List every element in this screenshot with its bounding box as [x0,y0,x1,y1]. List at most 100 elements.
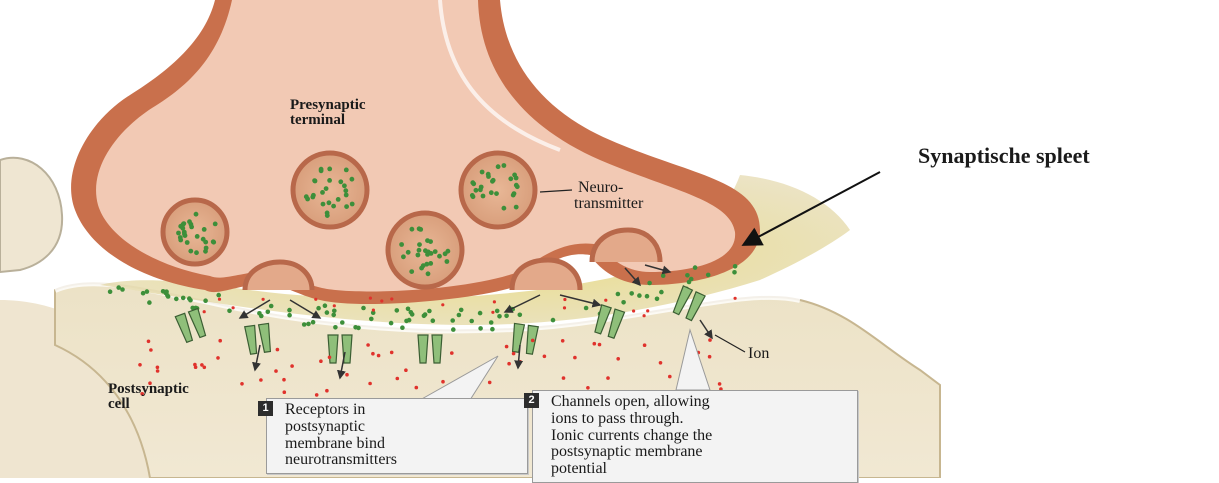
neurotransmitter-dot [406,250,411,255]
vesicle [293,153,367,227]
neurotransmitter-dot [429,251,434,256]
ion-dot [232,306,235,309]
ion-dot [369,297,372,300]
ion-dot [668,375,672,379]
ion-dot [333,304,336,307]
neurotransmitter-dot [213,222,218,227]
postsynaptic-cell-label: Postsynaptic cell [108,382,189,412]
ion-dot [708,338,712,342]
neurotransmitter-dot [147,300,152,305]
neurotransmitter-dot [266,310,271,315]
neurotransmitter-dot [433,249,438,254]
neurotransmitter-dot [637,293,642,298]
ion-dot [156,369,160,373]
neurotransmitter-dot [350,202,355,207]
ion-dot [563,298,566,301]
neurotransmitter-dot [470,180,475,185]
neurotransmitter-dot [331,313,336,318]
ion-dot [371,352,375,356]
ion-dot [415,386,419,390]
step-number-badge: 1 [258,401,273,416]
neurotransmitter-dot [470,193,475,198]
ion-dot [240,382,244,386]
neurotransmitter-dot [478,187,483,192]
ion-dot [604,299,607,302]
neurotransmitter-dot [687,280,692,285]
neurotransmitter-dot [321,202,326,207]
ion-dot [368,382,372,386]
neurotransmitter-dot [344,168,349,173]
ion-dot [734,297,737,300]
neurotransmitter-dot [512,191,517,196]
neurotransmitter-dot [312,178,317,183]
neurotransmitter-dot [514,205,519,210]
ion-dot [282,378,286,382]
ion-dot [563,306,566,309]
neurotransmitter-dot [332,309,337,314]
ion-dot [366,343,370,347]
neurotransmitter-dot [311,193,316,198]
neurotransmitter-dot [194,250,199,255]
neurotransmitter-dot [180,226,185,231]
neurotransmitter-dot [316,306,321,311]
ion-dot [200,363,204,367]
neurotransmitter-dot [340,320,345,325]
neurotransmitter-dot [187,296,192,301]
neurotransmitter-dot [406,307,411,312]
neurotransmitter-dot [311,320,316,325]
neurotransmitter-dot [174,297,179,302]
neurotransmitter-dot [427,309,432,314]
neurotransmitter-dot [551,318,556,323]
neurotransmitter-dot [474,188,479,193]
neurotransmitter-dot [410,312,415,317]
neurotransmitter-dot [518,313,523,318]
ion-dot [319,359,323,363]
neurotransmitter-dot [323,303,328,308]
synaptic-cleft-label: Synaptische spleet [918,145,1090,167]
ion-dot [659,361,663,365]
neurotransmitter-dot [426,271,431,276]
neurotransmitter-dot [319,167,324,172]
neurotransmitter-dot [108,289,113,294]
neurotransmitter-dot [478,326,483,331]
neurotransmitter-dot [425,238,430,243]
neurotransmitter-dot [342,183,347,188]
neurotransmitter-dot [400,325,405,330]
ion-dot [488,381,492,385]
neurotransmitter-dot [733,264,738,269]
ion-dot [218,298,221,301]
neurotransmitter-dot [409,269,414,274]
neurotransmitter-dot [202,227,207,232]
ion-dot [643,314,646,317]
neurotransmitter-dot [327,178,332,183]
neurotransmitter-dot [445,259,450,264]
neurotransmitter-dot [431,318,436,323]
neurotransmitter-dot [494,191,499,196]
ion-dot [632,309,635,312]
ion-dot [561,339,565,343]
ion-dot [396,377,400,381]
ion-dot [276,348,280,352]
neurotransmitter-dot [481,194,486,199]
neurotransmitter-dot [450,318,455,323]
ion-dot [203,310,206,313]
neurotransmitter-dot [645,294,650,299]
neurotransmitter-dot [514,183,519,188]
neurotransmitter-dot [333,325,338,330]
neurotransmitter-dot [486,174,491,179]
ion-dot [345,373,349,377]
neurotransmitter-dot [325,310,330,315]
ion-dot [218,339,222,343]
neurotransmitter-dot [659,290,664,295]
ion-dot [507,362,511,366]
neurotransmitter-dot [423,248,428,253]
ion-dot [493,300,496,303]
neurotransmitter-dot [185,240,190,245]
neurotransmitter-dot [389,321,394,326]
ion-dot [598,343,602,347]
neurotransmitter-dot [145,289,150,294]
neurotransmitter-dot [502,206,507,211]
neurotransmitter-dot [495,309,500,314]
neurotransmitter-dot [443,251,448,256]
ion-dot [325,389,329,393]
